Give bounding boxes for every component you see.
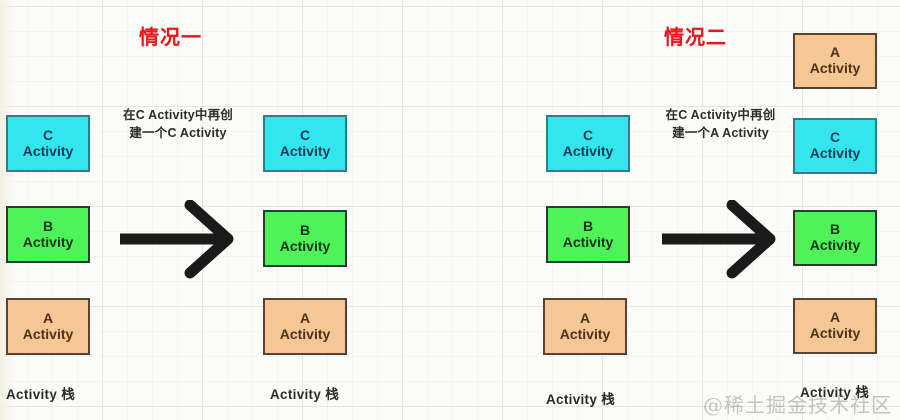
case-two-after-box-a-top: A Activity bbox=[793, 33, 877, 89]
case-one-title: 情况一 bbox=[139, 27, 202, 49]
case-two-after-stack-label: Activity 栈 bbox=[800, 385, 870, 400]
case-two-before-box-c: C Activity bbox=[546, 115, 630, 172]
case-two-before-box-b: B Activity bbox=[546, 206, 630, 263]
box-letter: B bbox=[42, 217, 54, 234]
case-one-before-box-b: B Activity bbox=[6, 206, 90, 263]
box-letter: A bbox=[579, 309, 591, 326]
box-letter: A bbox=[829, 309, 841, 326]
case-one-before-box-c: C Activity bbox=[6, 115, 90, 172]
case-one-after-box-b: B Activity bbox=[263, 210, 347, 267]
box-subtitle: Activity bbox=[809, 325, 861, 341]
box-letter: B bbox=[829, 221, 841, 238]
case-two-before-stack-label: Activity 栈 bbox=[546, 392, 616, 407]
watermark: @稀土掘金技术社区 bbox=[703, 393, 892, 417]
case-one-after-stack-label: Activity 栈 bbox=[270, 387, 340, 402]
box-letter: A bbox=[829, 44, 841, 61]
box-subtitle: Activity bbox=[559, 325, 611, 342]
box-letter: B bbox=[582, 217, 594, 234]
box-subtitle: Activity bbox=[809, 145, 861, 161]
case-two-title: 情况二 bbox=[664, 27, 727, 49]
box-letter: C bbox=[582, 126, 594, 143]
box-subtitle: Activity bbox=[279, 237, 331, 254]
case-two-after-box-a-bottom: A Activity bbox=[793, 298, 877, 354]
case-two-caption: 在C Activity中再创 建一个A Activity bbox=[665, 108, 776, 141]
box-letter: A bbox=[299, 309, 311, 326]
box-subtitle: Activity bbox=[562, 233, 614, 250]
case-one-caption: 在C Activity中再创 建一个C Activity bbox=[123, 108, 233, 141]
box-subtitle: Activity bbox=[279, 325, 331, 342]
box-subtitle: Activity bbox=[22, 325, 74, 342]
box-letter: C bbox=[42, 126, 54, 143]
case-two-before-box-a: A Activity bbox=[543, 298, 627, 355]
box-subtitle: Activity bbox=[279, 142, 331, 159]
case-two-after-box-b: B Activity bbox=[793, 210, 877, 266]
box-subtitle: Activity bbox=[809, 237, 861, 253]
box-subtitle: Activity bbox=[22, 233, 74, 250]
case-one-after-box-c: C Activity bbox=[263, 115, 347, 172]
box-letter: C bbox=[829, 129, 841, 146]
box-subtitle: Activity bbox=[809, 60, 861, 76]
box-letter: C bbox=[299, 126, 311, 143]
box-letter: A bbox=[42, 309, 54, 326]
box-letter: B bbox=[299, 221, 311, 238]
case-one-arrow bbox=[118, 199, 243, 280]
case-one-before-box-a: A Activity bbox=[6, 298, 90, 355]
case-one-before-stack-label: Activity 栈 bbox=[6, 387, 76, 402]
case-two-after-box-c: C Activity bbox=[793, 118, 877, 174]
box-subtitle: Activity bbox=[562, 142, 614, 159]
case-one-after-box-a: A Activity bbox=[263, 298, 347, 355]
case-two-arrow bbox=[660, 199, 785, 280]
box-subtitle: Activity bbox=[22, 142, 74, 159]
